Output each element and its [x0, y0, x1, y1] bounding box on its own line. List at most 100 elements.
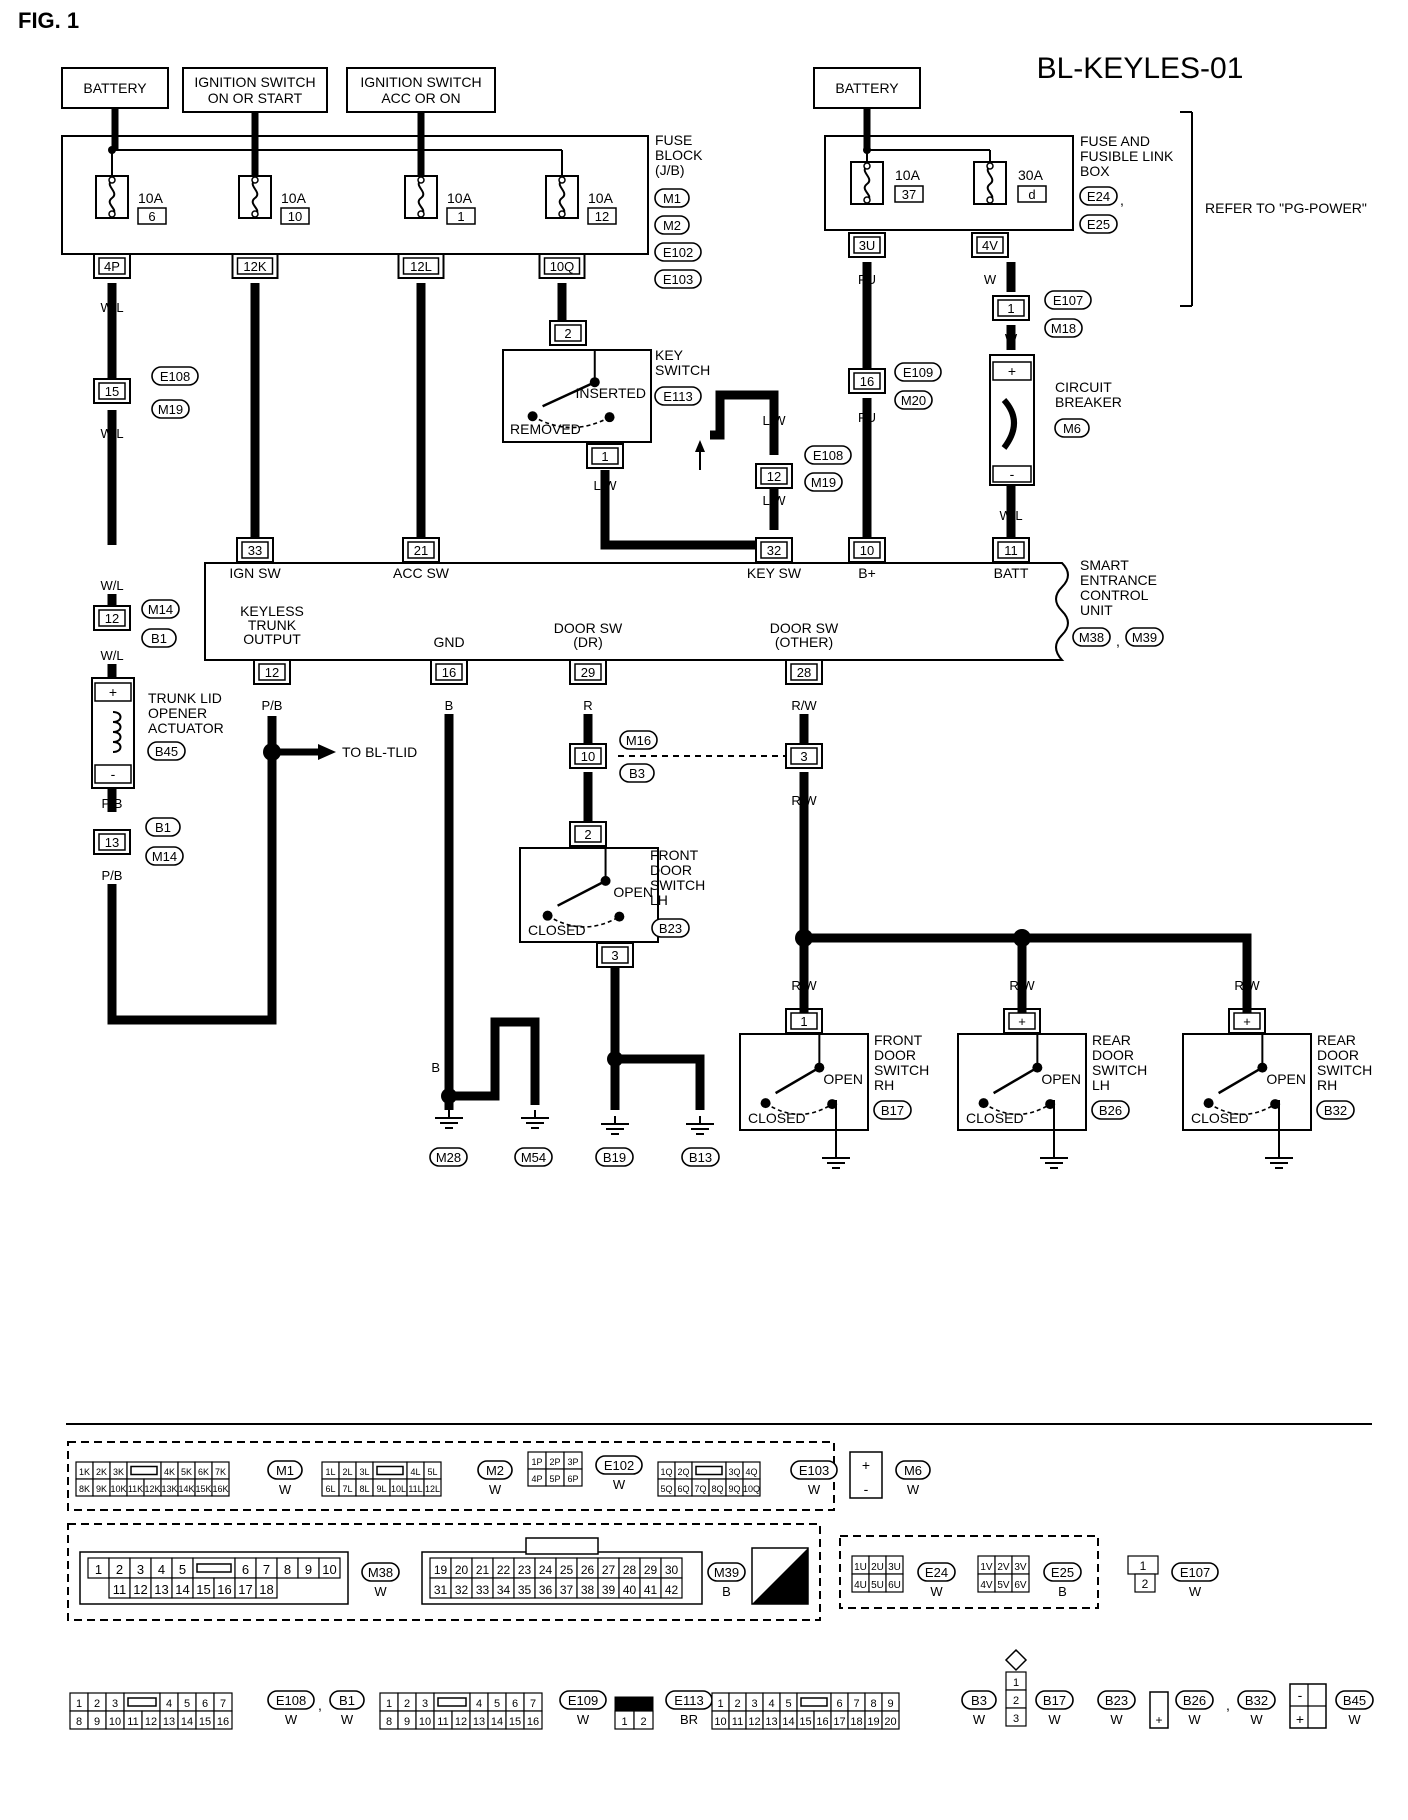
cu-terminal-name: KEY SW — [747, 565, 802, 581]
fusible-link-title: FUSE AND — [1080, 133, 1150, 149]
legend-e25-pin: 1V — [980, 1562, 993, 1573]
legend-m1-pin: 6K — [198, 1467, 209, 1477]
fl-fuse-number: d — [1028, 187, 1035, 202]
legend-b32-label — [1237, 1690, 1276, 1710]
legend-e109-cell — [523, 1710, 543, 1730]
legend-e109-pin: 2 — [404, 1698, 410, 1710]
legend-m39-pin: 34 — [497, 1583, 511, 1597]
legend-m39-pin: 33 — [476, 1583, 490, 1597]
door-lh-pin-number: 2 — [584, 827, 591, 842]
fuse-number-box — [446, 207, 476, 225]
battery-right-box — [813, 67, 921, 109]
legend-m38-pin: 6 — [242, 1562, 249, 1577]
sep: , — [1116, 633, 1120, 649]
legend-b23-label-label: B23 — [1105, 1693, 1128, 1708]
fuse-block-title: FUSE — [655, 132, 692, 148]
joint-12-left — [98, 609, 126, 627]
legend-m39-pin: 38 — [581, 1583, 595, 1597]
legend-e108-label-color: W — [285, 1712, 298, 1727]
joint-connector — [145, 846, 184, 866]
legend-m1-label-color: W — [279, 1482, 292, 1497]
legend-b45-label — [1335, 1690, 1374, 1710]
legend-m38-label-label: M38 — [368, 1565, 393, 1580]
door-switch-3-open-label: OPEN — [1266, 1071, 1306, 1087]
legend-e109-pin: 16 — [527, 1716, 539, 1728]
legend-m39-pin: 31 — [434, 1583, 448, 1597]
fusible-link-connector — [1079, 214, 1118, 234]
key-switch-travel — [532, 415, 610, 429]
ground-connector-label: B19 — [603, 1150, 626, 1165]
cu-terminal-name: IGN SW — [229, 565, 281, 581]
legend-m6-pin: + — [862, 1457, 870, 1473]
legend-e103-cell — [742, 1478, 761, 1497]
legend-m38-pin: 4 — [158, 1562, 165, 1577]
legend-m1-cell — [211, 1478, 230, 1497]
key-inserted-label: INSERTED — [575, 385, 646, 401]
legend-e103-latch — [695, 1465, 723, 1476]
refer-note: REFER TO "PG-POWER" — [1205, 200, 1367, 216]
legend-e108-latch — [127, 1697, 157, 1707]
trunk-actuator-title: TRUNK LID — [148, 690, 222, 706]
legend-e108-pin: 3 — [112, 1698, 118, 1710]
front-door-lh-title: SWITCH — [650, 877, 705, 893]
legend-b32-label-label: B32 — [1245, 1693, 1268, 1708]
cu-bottom-pin-number: 29 — [581, 665, 595, 680]
legend-m38-pin: 3 — [137, 1562, 144, 1577]
legend-m1-label-label: M1 — [276, 1463, 294, 1478]
legend-b26-label — [1175, 1690, 1214, 1710]
joint-10-number: 10 — [581, 749, 595, 764]
fl-fuse-number: 37 — [902, 187, 916, 202]
cb-plus-box — [992, 361, 1032, 381]
legend-e25-label — [1043, 1562, 1082, 1582]
legend-m38-pin: 8 — [284, 1562, 291, 1577]
fuse-block-connector-label: M2 — [663, 218, 681, 233]
to-note: TO BL-TLID — [342, 744, 417, 760]
wire-rw-bus — [804, 933, 1252, 975]
legend-m2-label-color: W — [489, 1482, 502, 1497]
cb-minus: - — [1010, 466, 1015, 482]
legend-b23-label — [1097, 1690, 1136, 1710]
legend-m38-pin: 17 — [238, 1582, 252, 1597]
joint-connector-label: B3 — [629, 766, 645, 781]
ign-on-start-label: IGNITION SWITCH — [194, 74, 315, 90]
legend-m1-pin: 1K — [79, 1467, 90, 1477]
fuse-block-connector-label: E102 — [663, 245, 693, 260]
cu-top-pin — [997, 541, 1025, 559]
wire-color: B — [696, 1096, 705, 1111]
front-door-switch-lh-blade — [557, 879, 607, 907]
cu-bottom-pin-number: 12 — [265, 665, 279, 680]
cu-bottom-pin — [790, 663, 818, 681]
wire-color: W/L — [100, 578, 123, 593]
legend-e107-label-label: E107 — [1180, 1565, 1210, 1580]
door-switch-2-housing — [957, 1033, 1087, 1131]
door-switch-1-travel — [765, 1102, 833, 1116]
legend-m38-pin: 18 — [259, 1582, 273, 1597]
control-unit-title: CONTROL — [1080, 587, 1149, 603]
legend-m39-pin: 35 — [518, 1583, 532, 1597]
joint-connector-label: M14 — [148, 602, 173, 617]
control-unit-title: UNIT — [1080, 602, 1113, 618]
legend-b3-cell — [881, 1710, 900, 1730]
front-door-lh-title: FRONT — [650, 847, 699, 863]
legend-m39-pin: 30 — [665, 1563, 679, 1577]
wire-color: R/W — [791, 698, 817, 713]
legend-e103-pin: 5Q — [660, 1484, 672, 1494]
legend-b45-label-color: W — [1348, 1712, 1361, 1727]
legend-e108-pin: 7 — [220, 1698, 226, 1710]
fuse-3-terminal — [558, 176, 566, 184]
ground-connector-label: M28 — [436, 1150, 461, 1165]
cu-top-pin — [760, 541, 788, 559]
legend-m39-lock — [525, 1537, 599, 1555]
wire-color: W/L — [999, 508, 1022, 523]
joint-connector — [804, 472, 843, 492]
key-switch-pin — [554, 324, 582, 342]
fuse-block-connector-label: E103 — [663, 272, 693, 287]
legend-b3-pin: 6 — [836, 1698, 842, 1710]
legend-m1-pin: 2K — [96, 1467, 107, 1477]
legend-e108-pin: 6 — [202, 1698, 208, 1710]
control-unit-connector-label: M39 — [1132, 630, 1157, 645]
legend-m1-latch — [130, 1465, 158, 1476]
legend-m38-label-color: W — [374, 1584, 387, 1599]
cu-top-pin — [407, 541, 435, 559]
legend-b3-label — [961, 1690, 997, 1710]
